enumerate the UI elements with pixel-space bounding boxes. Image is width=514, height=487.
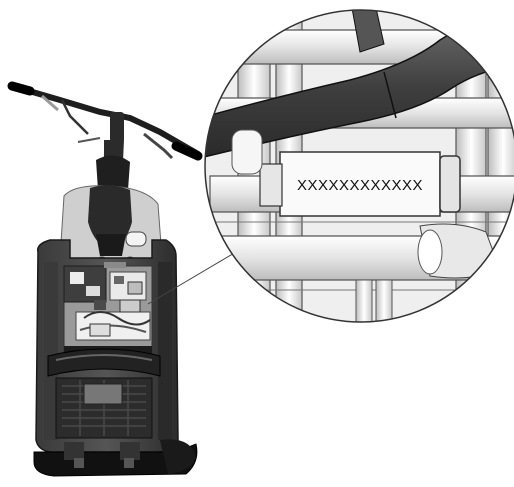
rear-base [33, 439, 198, 477]
front-body [59, 185, 163, 268]
magnifier-ring [204, 9, 514, 323]
floor-grill [55, 377, 153, 439]
handlebar [7, 81, 203, 161]
seat-frame [47, 348, 161, 377]
scooter-illustration [7, 81, 203, 477]
callout-label: XXXXXXXXXXXX [297, 177, 423, 194]
leader-lines [147, 251, 237, 305]
steering-column [96, 140, 130, 190]
magnified-detail: XXXXXXXXXXXX [204, 9, 514, 323]
